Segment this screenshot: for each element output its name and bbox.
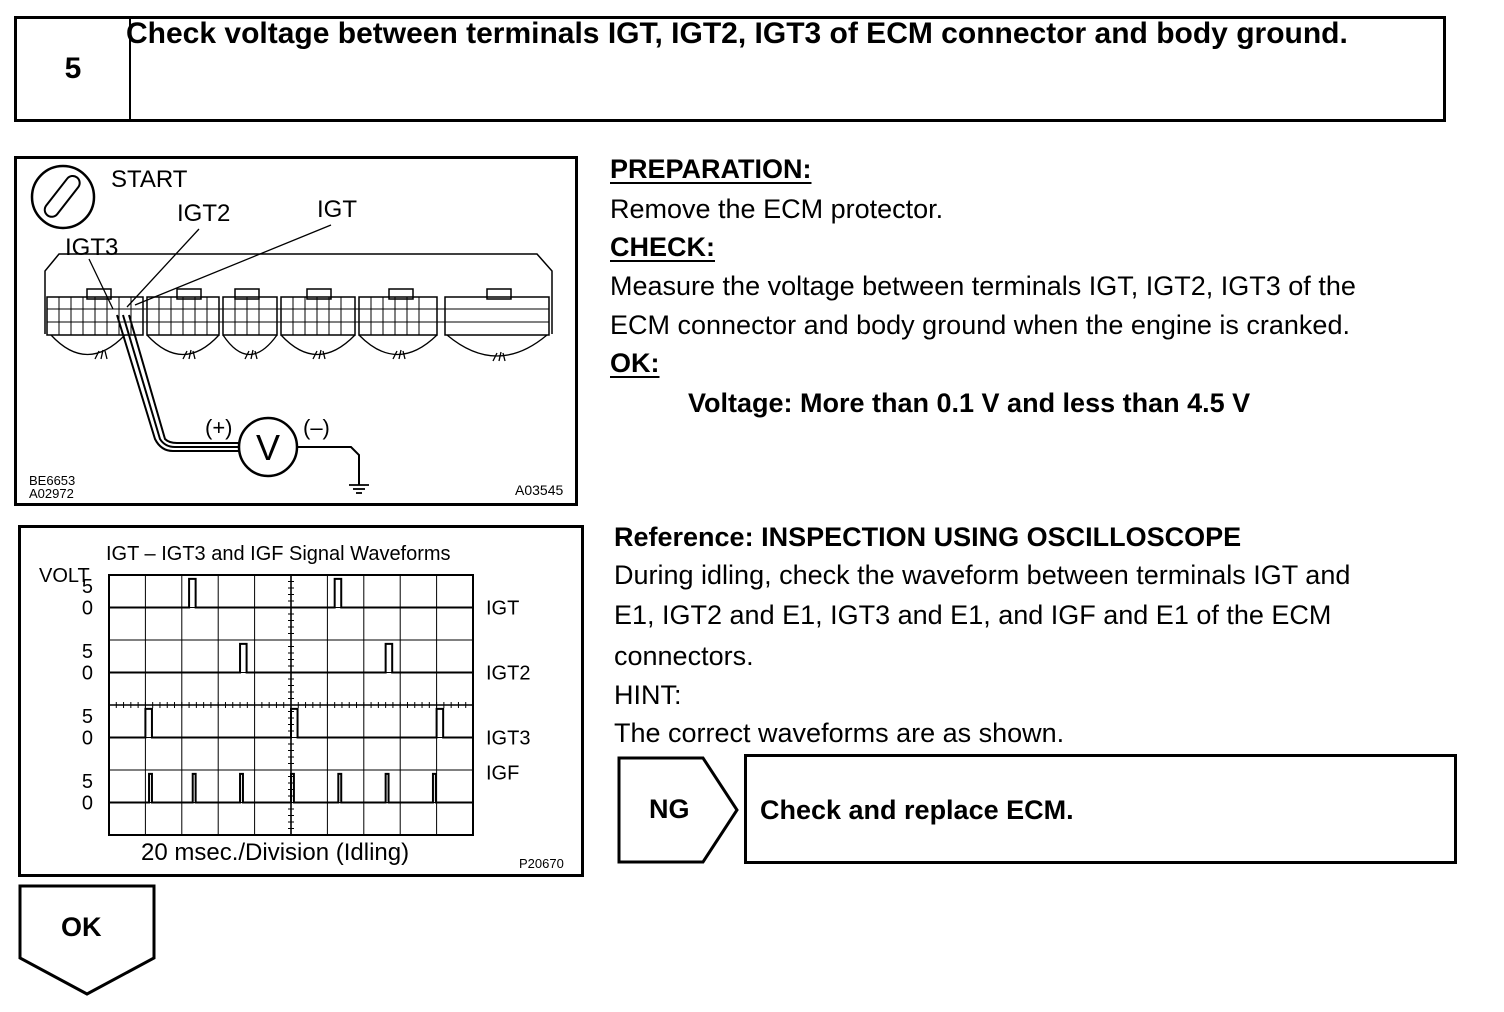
ok-heading: OK: bbox=[610, 348, 660, 378]
ok-spec-text: Voltage: More than 0.1 V and less than 4… bbox=[688, 388, 1251, 418]
channel-label: IGF bbox=[486, 763, 519, 785]
volt-tick-label: 5 bbox=[82, 771, 93, 793]
ok-arrow-shape bbox=[18, 884, 156, 996]
waveform-igt3 bbox=[109, 707, 473, 739]
preparation-heading: PREPARATION: bbox=[610, 154, 812, 184]
reference-line3: connectors. bbox=[614, 641, 754, 671]
scope-grid bbox=[108, 574, 474, 836]
hint-text: The correct waveforms are as shown. bbox=[614, 718, 1065, 748]
ok-label: OK bbox=[61, 912, 102, 942]
channel-label: IGT3 bbox=[486, 728, 530, 750]
wiring-diagram-svg: START IGT2 IGT IGT3 bbox=[29, 164, 563, 501]
plus-label: (+) bbox=[205, 415, 233, 440]
preparation-text: Remove the ECM protector. bbox=[610, 194, 944, 224]
igt-label: IGT bbox=[317, 196, 357, 223]
step-title: Check voltage between terminals IGT, IGT… bbox=[126, 17, 1348, 50]
volt-tick-label: 5 bbox=[82, 576, 93, 598]
figure-code-2: A02972 bbox=[29, 486, 74, 501]
volt-tick-label: 0 bbox=[82, 728, 93, 750]
ng-action-text: Check and replace ECM. bbox=[760, 795, 1074, 825]
ng-arrow-shape bbox=[617, 756, 739, 864]
waveform-igt bbox=[109, 577, 473, 609]
volt-tick-label: 0 bbox=[82, 793, 93, 815]
waveform-igf bbox=[109, 772, 473, 804]
check-heading: CHECK: bbox=[610, 232, 715, 262]
reference-line1: During idling, check the waveform betwee… bbox=[614, 560, 1351, 590]
step-header: 5 bbox=[14, 16, 1446, 122]
waveform-igt2 bbox=[109, 642, 473, 674]
check-text-line2: ECM connector and body ground when the e… bbox=[610, 310, 1350, 340]
time-division-label: 20 msec./Division (Idling) bbox=[141, 839, 409, 866]
step-number: 5 bbox=[17, 19, 131, 119]
ecm-housing bbox=[44, 253, 553, 334]
ok-arrow-box: OK bbox=[18, 884, 158, 998]
start-label: START bbox=[111, 166, 188, 193]
terminal-leaders bbox=[88, 224, 332, 310]
waveform-figure: IGT – IGT3 and IGF Signal Waveforms VOLT… bbox=[18, 525, 584, 877]
volt-axis-label: VOLT bbox=[39, 565, 90, 587]
ng-action-box: Check and replace ECM. bbox=[744, 754, 1457, 864]
probe-wires bbox=[116, 314, 239, 452]
wire-harness bbox=[50, 334, 548, 362]
wiring-diagram: START IGT2 IGT IGT3 bbox=[14, 156, 578, 506]
check-text-line1: Measure the voltage between terminals IG… bbox=[610, 271, 1356, 301]
reference-line2: E1, IGT2 and E1, IGT3 and E1, and IGF an… bbox=[614, 600, 1332, 630]
volt-tick-label: 5 bbox=[82, 706, 93, 728]
ecm-connectors bbox=[46, 288, 550, 336]
volt-tick-label: 0 bbox=[82, 663, 93, 685]
ignition-key-icon bbox=[30, 164, 96, 230]
ground-wire bbox=[297, 446, 360, 485]
volt-tick-label: 5 bbox=[82, 641, 93, 663]
voltmeter-symbol: V bbox=[256, 427, 280, 468]
channel-label: IGT2 bbox=[486, 663, 530, 685]
reference-heading: Reference: INSPECTION USING OSCILLOSCOPE bbox=[614, 522, 1242, 552]
figure-code-3: A03545 bbox=[515, 482, 563, 498]
ground-icon bbox=[349, 484, 369, 494]
waveform-svg: IGT – IGT3 and IGF Signal Waveforms VOLT… bbox=[39, 543, 564, 871]
ng-arrow-box: NG bbox=[617, 756, 741, 864]
minus-label: (–) bbox=[303, 415, 330, 440]
igt2-label: IGT2 bbox=[177, 200, 230, 227]
igt3-label: IGT3 bbox=[65, 234, 118, 261]
scope-waveforms bbox=[109, 577, 473, 804]
volt-tick-label: 0 bbox=[82, 598, 93, 620]
hint-heading: HINT: bbox=[614, 680, 682, 710]
ng-label: NG bbox=[649, 794, 690, 824]
waveform-title: IGT – IGT3 and IGF Signal Waveforms bbox=[106, 543, 451, 565]
channel-label: IGT bbox=[486, 598, 519, 620]
figure-code-4: P20670 bbox=[519, 856, 564, 871]
figure-code-1: BE6653 bbox=[29, 473, 75, 488]
voltmeter-icon: V bbox=[237, 416, 299, 478]
